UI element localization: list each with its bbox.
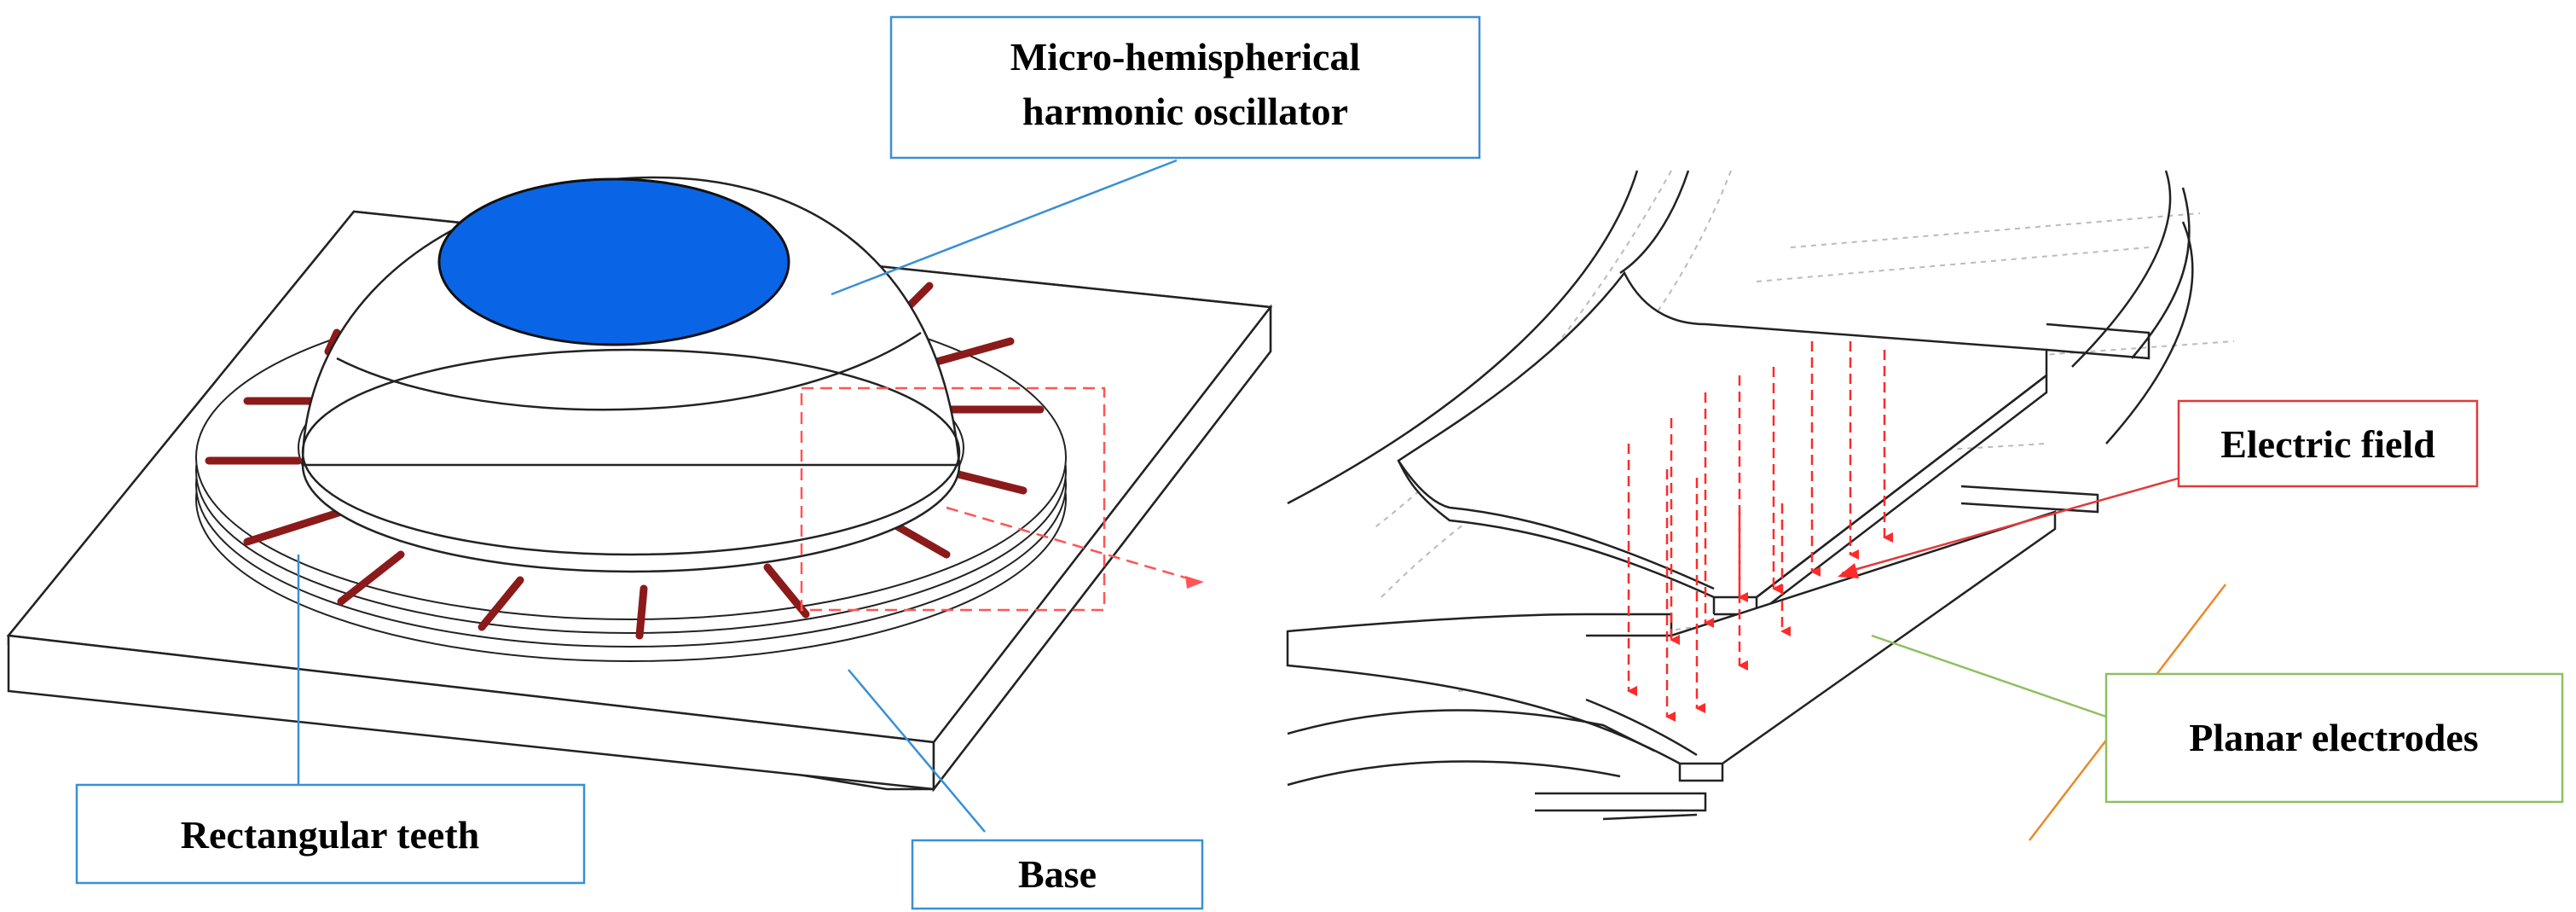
field-leader	[1841, 472, 2197, 575]
base-label: Base	[1018, 852, 1097, 896]
electric-field-arrows	[1627, 341, 1893, 722]
tooth	[243, 508, 345, 546]
device-overview	[6, 176, 1273, 793]
zoom-box	[800, 386, 1195, 612]
oscillator-label-line2: harmonic oscillator	[1022, 90, 1348, 133]
tooth	[763, 563, 810, 619]
oscillator-top-disc	[437, 177, 790, 346]
oscillator-leader	[831, 159, 1178, 296]
base-leader	[848, 669, 986, 833]
electric-field-callout: Electric field	[2177, 399, 2479, 488]
electrode-leader	[1871, 634, 2107, 718]
teeth-label: Rectangular teeth	[181, 813, 479, 857]
oscillator-callout: Micro-hemispherical harmonic oscillator	[889, 15, 1481, 160]
tooth	[635, 584, 648, 640]
base-callout: Base	[911, 839, 1204, 910]
planar-electrodes-label: Planar electrodes	[2189, 716, 2478, 759]
callout-lines	[297, 159, 2226, 841]
tooth	[337, 550, 405, 606]
planar-electrodes-callout: Planar electrodes	[2104, 672, 2564, 804]
rectangular-teeth-set	[205, 282, 1045, 640]
electric-field-label: Electric field	[2220, 422, 2435, 466]
teeth-callout: Rectangular teeth	[75, 783, 586, 885]
zoom-detail	[1286, 170, 2235, 821]
tooth	[478, 576, 524, 631]
oscillator-label-line1: Micro-hemispherical	[1010, 35, 1361, 78]
tooth	[929, 337, 1015, 367]
tooth	[324, 328, 341, 356]
